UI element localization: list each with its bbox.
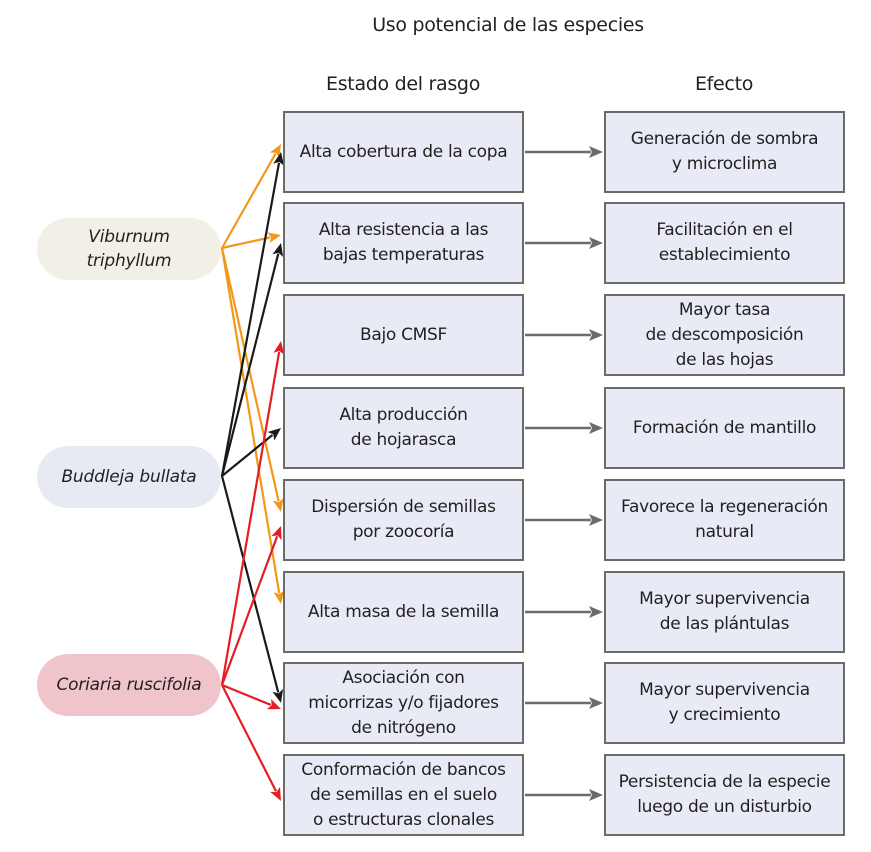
connector-line <box>221 236 271 250</box>
arrowhead-icon <box>589 606 603 618</box>
effect-box-shade-microclimate: Generación de sombra y microclima <box>604 111 845 193</box>
effect-box-persistence: Persistencia de la especie luego de un d… <box>604 754 845 836</box>
connector-line <box>220 475 280 693</box>
species-arrow-buddleja-to-3 <box>221 428 281 477</box>
trait-box-mycorrhiza: Asociación con micorrizas y/o fijadores … <box>283 662 524 744</box>
arrowhead-icon <box>267 232 281 244</box>
connector-line <box>220 253 280 477</box>
row-arrow-4 <box>525 514 603 526</box>
species-arrow-viburnum-to-4 <box>220 247 284 512</box>
trait-box-seed-mass: Alta masa de la semilla <box>283 571 524 653</box>
species-arrow-buddleja-to-1 <box>220 243 284 477</box>
species-viburnum-triphyllum: Viburnum triphyllum <box>37 218 221 280</box>
species-arrow-viburnum-to-1 <box>221 232 281 250</box>
trait-box-litter-production: Alta producción de hojarasca <box>283 387 524 469</box>
arrowhead-icon <box>272 243 284 257</box>
row-arrow-7 <box>525 789 603 801</box>
connector-line <box>220 535 279 686</box>
species-arrow-viburnum-to-0 <box>221 144 281 249</box>
arrowhead-icon <box>589 329 603 341</box>
arrowhead-icon <box>269 144 281 159</box>
connector-line <box>220 351 281 686</box>
species-arrow-coriaria-to-6 <box>221 683 281 710</box>
row-arrow-5 <box>525 606 603 618</box>
species-arrow-coriaria-to-7 <box>221 684 281 801</box>
trait-column-header: Estado del rasgo <box>325 73 481 95</box>
species-arrow-viburnum-to-5 <box>220 247 285 604</box>
arrowhead-icon <box>589 146 603 158</box>
arrowhead-icon <box>270 786 281 801</box>
trait-box-seed-banks: Conformación de bancos de semillas en el… <box>283 754 524 836</box>
species-arrow-buddleja-to-0 <box>220 152 285 477</box>
trait-box-zoochory: Dispersión de semillas por zoocoría <box>283 479 524 561</box>
arrowhead-icon <box>589 514 603 526</box>
connector-line <box>221 153 277 249</box>
trait-box-cold-resistance: Alta resistencia a las bajas temperatura… <box>283 202 524 284</box>
arrowhead-icon <box>589 422 603 434</box>
effect-box-regeneration: Favorece la regeneración natural <box>604 479 845 561</box>
connector-line <box>221 684 277 792</box>
arrowhead-icon <box>272 498 284 512</box>
arrowhead-icon <box>271 526 282 541</box>
effect-box-seedling-survival: Mayor supervivencia de las plántulas <box>604 571 845 653</box>
effect-box-establishment: Facilitación en el establecimiento <box>604 202 845 284</box>
connector-line <box>220 162 281 477</box>
arrowhead-icon <box>589 789 603 801</box>
arrowhead-icon <box>266 699 281 710</box>
arrowhead-icon <box>267 428 281 441</box>
row-arrow-2 <box>525 329 603 341</box>
arrowhead-icon <box>272 689 284 703</box>
arrowhead-icon <box>589 237 603 249</box>
connector-line <box>220 247 280 502</box>
trait-box-low-cmsf: Bajo CMSF <box>283 294 524 376</box>
row-arrow-0 <box>525 146 603 158</box>
row-arrow-1 <box>525 237 603 249</box>
effect-box-decomposition: Mayor tasa de descomposición de las hoja… <box>604 294 845 376</box>
row-arrow-6 <box>525 697 603 709</box>
connector-line <box>221 434 274 477</box>
effect-column-header: Efecto <box>694 73 754 95</box>
connector-line <box>220 247 281 594</box>
effect-box-survival-growth: Mayor supervivencia y crecimiento <box>604 662 845 744</box>
species-coriaria-ruscifolia: Coriaria ruscifolia <box>37 654 221 716</box>
row-arrow-3 <box>525 422 603 434</box>
effect-box-mulch: Formación de mantillo <box>604 387 845 469</box>
species-arrow-buddleja-to-6 <box>220 475 284 703</box>
species-arrow-coriaria-to-4 <box>220 526 282 686</box>
species-arrow-coriaria-to-2 <box>220 341 285 686</box>
diagram-title: Uso potencial de las especies <box>372 14 644 36</box>
arrowhead-icon <box>589 697 603 709</box>
trait-box-canopy-cover: Alta cobertura de la copa <box>283 111 524 193</box>
connector-line <box>221 683 272 706</box>
species-buddleja-bullata: Buddleja bullata <box>37 446 221 508</box>
